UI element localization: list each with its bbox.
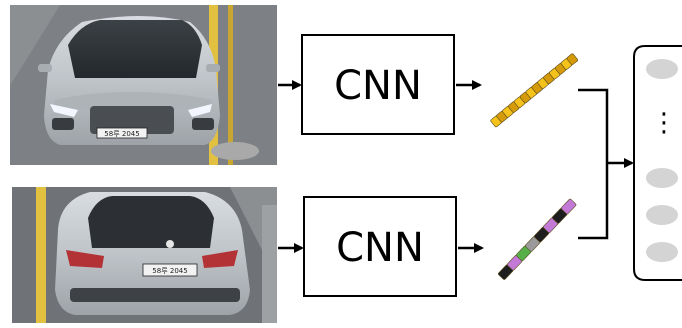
- front-plate-text: 58루 2045: [104, 130, 139, 138]
- output-node: [646, 59, 678, 79]
- cnn-block-bottom: CNN: [303, 196, 457, 297]
- merge-connector: [578, 88, 634, 240]
- top-feature-vector: [490, 53, 578, 128]
- output-node: [646, 168, 678, 188]
- output-node: [646, 242, 678, 262]
- top-feature-cell: [566, 53, 578, 65]
- cnn-top-label: CNN: [334, 63, 422, 109]
- output-vector: ⋮: [633, 45, 682, 281]
- rear-car-image: 58루 2045: [12, 187, 277, 323]
- cnn-bottom-label: CNN: [336, 225, 424, 271]
- output-node: [646, 205, 678, 225]
- front-car-image: 58루 2045: [10, 5, 277, 165]
- bottom-feature-vector: [498, 198, 577, 280]
- ellipsis-dots: ⋮: [651, 108, 677, 138]
- cnn-block-top: CNN: [301, 34, 455, 135]
- rear-plate-text: 58루 2045: [152, 267, 187, 275]
- bottom-feature-cell: [561, 198, 577, 215]
